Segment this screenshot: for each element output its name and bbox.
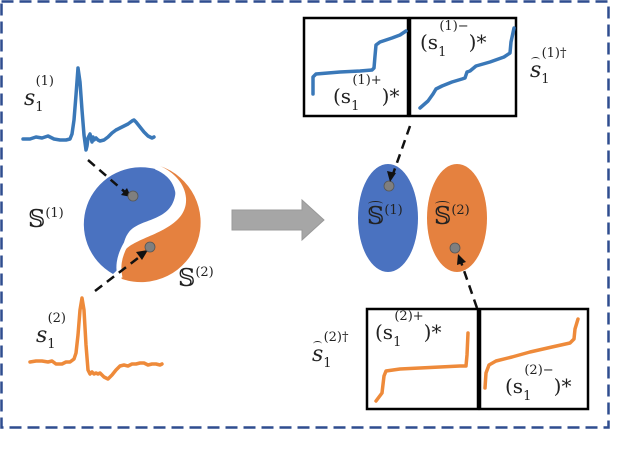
yin-yang-blue-half	[83, 167, 176, 274]
top-right-box-label: (s1 (1)−)*	[420, 20, 487, 60]
bottom-panel-outer-label-sub: 1	[323, 356, 332, 372]
yin-yang-label-2-base: 𝕊	[178, 264, 196, 292]
top-panel-outer-label: s1 (1)†	[530, 47, 567, 88]
arrowhead-4	[457, 254, 466, 265]
bottom-panel-outer-label-base: s	[312, 341, 324, 367]
ellipse-cluster-1	[358, 164, 418, 272]
bottom-panel	[365, 307, 590, 411]
bottom-panel-outer-label: s1 (2)†	[312, 331, 349, 372]
transform-arrow	[231, 198, 325, 242]
top-left-box-label-sup: (1)+	[352, 73, 382, 88]
point-s1	[127, 190, 139, 202]
ellipse-label-1-sup: (1)	[384, 202, 403, 218]
bottom-left-box-label-sup: (2)+	[394, 309, 424, 324]
ellipse-label-1: 𝕊(1)	[367, 201, 403, 230]
arrowhead-3	[387, 171, 396, 182]
bottom-right-box-label-sup: (2)−	[524, 363, 554, 378]
dashed-connector-2	[94, 254, 143, 292]
top-right-box-label-sup: (1)−	[439, 19, 469, 34]
dashed-connector-3	[391, 125, 412, 175]
top-panel-outer-label-base: s	[530, 57, 542, 83]
signal-2-waveform	[28, 296, 164, 381]
arrowhead-2	[136, 250, 148, 260]
point-s2	[144, 241, 156, 253]
bottom-panel-outer-label-sup: (2)†	[323, 329, 349, 345]
top-right-box-label-open: (s	[420, 30, 439, 54]
dashed-connector-1	[87, 159, 127, 194]
ellipse-label-2: 𝕊(2)	[434, 201, 470, 230]
dashed-frame	[0, 0, 610, 429]
signal-1-label: s1 (1)	[24, 75, 54, 116]
top-panel-outer-label-sub: 1	[541, 72, 550, 88]
top-left-box-label-close: )*	[381, 84, 400, 108]
signal-1-label-sup: (1)	[35, 73, 54, 89]
top-left-box-label-sub: 1	[351, 98, 360, 114]
signal-1-waveform	[21, 66, 156, 152]
point-cluster-1	[383, 180, 395, 192]
bottom-right-box-label-close: )*	[553, 374, 572, 398]
bottom-right-box-label: (s1 (2)−)*	[505, 364, 572, 404]
bottom-left-box-label-open: (s	[375, 320, 394, 344]
top-left-box-label: (s1 (1)+)*	[333, 74, 400, 114]
dashed-connector-4	[459, 261, 479, 309]
yin-yang-label-1: 𝕊(1)	[28, 207, 64, 231]
yin-yang-label-1-base: 𝕊	[28, 205, 46, 233]
top-panel-outer-label-sup: (1)†	[541, 45, 567, 61]
ellipse-cluster-2	[427, 164, 487, 272]
signal-2-label: s1 (2)	[36, 312, 66, 353]
signal-2-label-sup: (2)	[47, 310, 66, 326]
bottom-left-box-label: (s1 (2)+)*	[375, 310, 442, 350]
signal-2-label-base: s	[36, 323, 48, 348]
top-panel-left-box	[302, 16, 410, 118]
ellipse-label-2-base: 𝕊	[434, 201, 452, 230]
bottom-left-box-label-close: )*	[423, 320, 442, 344]
bottom-right-box-label-open: (s	[505, 374, 524, 398]
top-panel	[302, 16, 518, 118]
top-right-box-label-close: )*	[468, 30, 487, 54]
top-right-box-label-sub: 1	[438, 44, 447, 60]
signal-1-label-sub: 1	[35, 100, 44, 116]
signal-2-label-sub: 1	[47, 337, 56, 353]
yin-yang-label-2-sup: (2)	[195, 264, 214, 280]
ellipse-label-1-base: 𝕊	[367, 201, 385, 230]
point-cluster-2	[449, 242, 461, 254]
yin-yang-label-2: 𝕊(2)	[178, 266, 214, 290]
top-left-box-label-open: (s	[333, 84, 352, 108]
bottom-right-box-label-sub: 1	[523, 388, 532, 404]
signal-1-label-base: s	[24, 86, 36, 111]
bottom-left-box-label-sub: 1	[393, 334, 402, 350]
yin-yang-label-1-sup: (1)	[45, 205, 64, 221]
ellipse-label-2-sup: (2)	[451, 202, 470, 218]
